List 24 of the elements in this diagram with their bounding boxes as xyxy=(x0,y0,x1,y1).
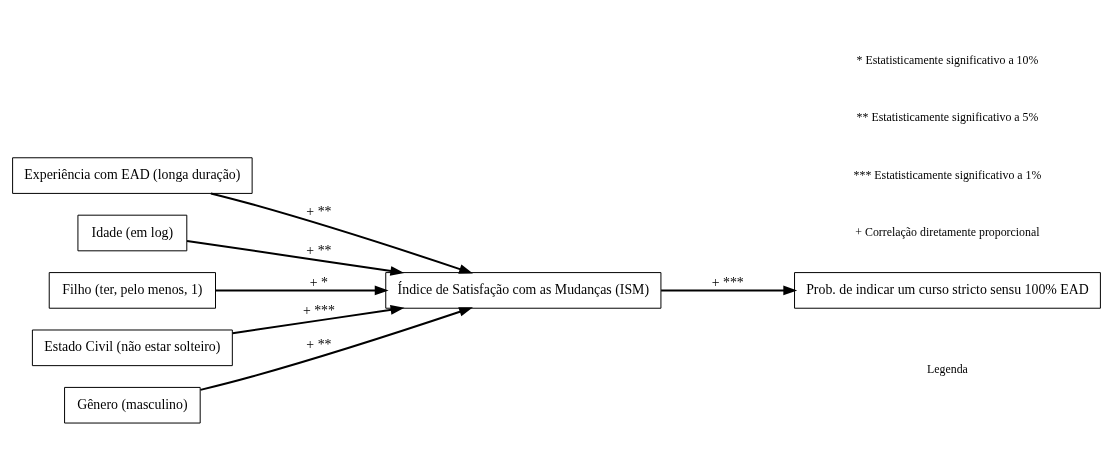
label: *** Estatisticamente significativo a 1% xyxy=(853,167,1042,182)
edge-label: + ** xyxy=(306,337,332,352)
label: Legenda xyxy=(927,361,968,376)
arrow xyxy=(186,239,405,276)
arrow xyxy=(209,192,473,274)
edge-label: + * xyxy=(309,274,329,290)
node-box: Gênero (masculino) xyxy=(64,386,201,424)
node-box: Experiência com EAD (longa duração) xyxy=(12,157,253,194)
node-box: Prob. de indicar um curso stricto sensu 100% EAD xyxy=(794,272,1101,309)
arrow xyxy=(660,285,798,296)
edge-label: + *** xyxy=(302,303,335,319)
arrow xyxy=(214,285,389,296)
edge-label: + ** xyxy=(306,204,332,220)
node-box: Índice de Satisfação com as Mudanças (ISM) xyxy=(385,272,662,309)
node-box: Idade (em log) xyxy=(77,214,188,252)
node-box: Estado Civil (não estar solteiro) xyxy=(31,329,233,367)
edge-label: + ** xyxy=(306,242,332,258)
label: + Correlação diretamente proporcional xyxy=(855,225,1040,240)
label: ** Estatisticamente significativo a 5% xyxy=(856,110,1039,125)
arrow xyxy=(199,307,473,391)
label: * Estatisticamente significativo a 10% xyxy=(856,52,1039,67)
arrow xyxy=(231,305,405,335)
node-box: Filho (ter, pelo menos, 1) xyxy=(48,272,216,309)
edge-label: + *** xyxy=(711,274,744,290)
